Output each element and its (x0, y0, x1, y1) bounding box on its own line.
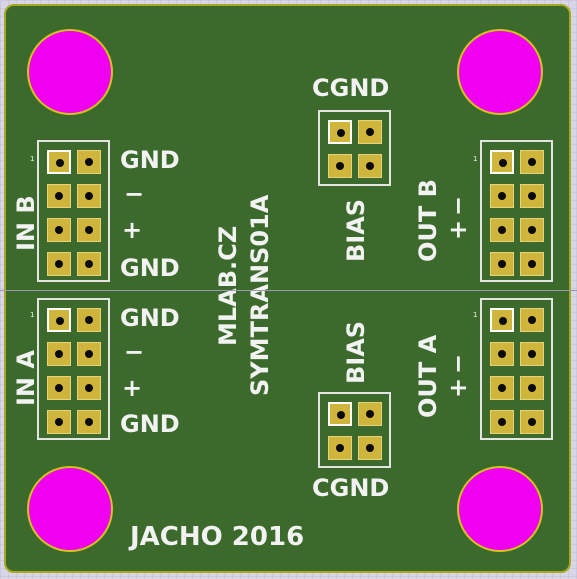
pad (490, 410, 514, 434)
pad (77, 342, 101, 366)
pad (47, 218, 71, 242)
bias-bottom-label: BIAS (342, 320, 370, 384)
credit-label: JACHO 2016 (130, 522, 305, 552)
pad (358, 402, 382, 426)
in-b-pin-gnd-top: GND (120, 146, 180, 174)
guide-line (0, 290, 577, 291)
pad (490, 252, 514, 276)
bias-top-header (318, 110, 391, 186)
pad (490, 218, 514, 242)
bias-bottom-header (318, 392, 391, 468)
pad (328, 436, 352, 460)
pad (490, 376, 514, 400)
pad (520, 184, 544, 208)
out-b-sign-plus: + (444, 219, 472, 240)
board-name-label: SYMTRANS01A (246, 194, 274, 396)
pad (47, 184, 71, 208)
pad (47, 252, 71, 276)
pad (47, 410, 71, 434)
in-a-header (37, 298, 110, 440)
in-a-pin-gnd-top: GND (120, 304, 180, 332)
in-a-label: IN A (12, 350, 40, 406)
pad (47, 376, 71, 400)
pin1-marker: 1 (30, 155, 35, 163)
pad (520, 308, 544, 332)
pad (358, 154, 382, 178)
pad (490, 308, 514, 332)
pad (490, 184, 514, 208)
in-a-pin-minus: − (124, 338, 145, 366)
pad (520, 376, 544, 400)
bias-top-label: BIAS (342, 198, 370, 262)
pad (520, 150, 544, 174)
out-a-sign-plus: + (444, 377, 472, 398)
pin1-marker: 1 (473, 311, 478, 319)
pad (520, 218, 544, 242)
out-b-header (480, 140, 553, 282)
in-b-pin-gnd-bottom: GND (120, 254, 180, 282)
pad (520, 252, 544, 276)
pad (358, 120, 382, 144)
cgnd-top-label: CGND (312, 74, 390, 102)
mounting-hole-bottom-left (27, 466, 113, 552)
out-a-label: OUT A (414, 334, 442, 418)
pad (47, 150, 71, 174)
cgnd-bottom-label: CGND (312, 474, 390, 502)
pad (328, 402, 352, 426)
out-a-sign-minus: − (444, 353, 472, 374)
pad (520, 342, 544, 366)
in-a-pin-gnd-bottom: GND (120, 410, 180, 438)
mounting-hole-bottom-right (457, 466, 543, 552)
pad (77, 218, 101, 242)
out-b-sign-minus: − (444, 195, 472, 216)
in-a-pin-plus: + (122, 374, 143, 402)
pad (47, 342, 71, 366)
in-b-pin-plus: + (122, 216, 143, 244)
in-b-pin-minus: − (124, 180, 145, 208)
in-b-header (37, 140, 110, 282)
pad (77, 308, 101, 332)
pad (358, 436, 382, 460)
mounting-hole-top-right (457, 29, 543, 115)
pad (490, 342, 514, 366)
pad (328, 154, 352, 178)
in-b-label: IN B (12, 195, 40, 251)
pcb-board: 1 IN B GND − + GND 1 IN A GND − + GND CG… (4, 4, 571, 573)
pin1-marker: 1 (30, 311, 35, 319)
out-b-label: OUT B (414, 179, 442, 262)
pad (490, 150, 514, 174)
brand-label: MLAB.CZ (214, 225, 242, 346)
pad (47, 308, 71, 332)
pin1-marker: 1 (473, 155, 478, 163)
mounting-hole-top-left (27, 29, 113, 115)
pad (77, 376, 101, 400)
pad (520, 410, 544, 434)
pad (77, 410, 101, 434)
pad (77, 184, 101, 208)
pad (77, 150, 101, 174)
pad (77, 252, 101, 276)
pad (328, 120, 352, 144)
out-a-header (480, 298, 553, 440)
